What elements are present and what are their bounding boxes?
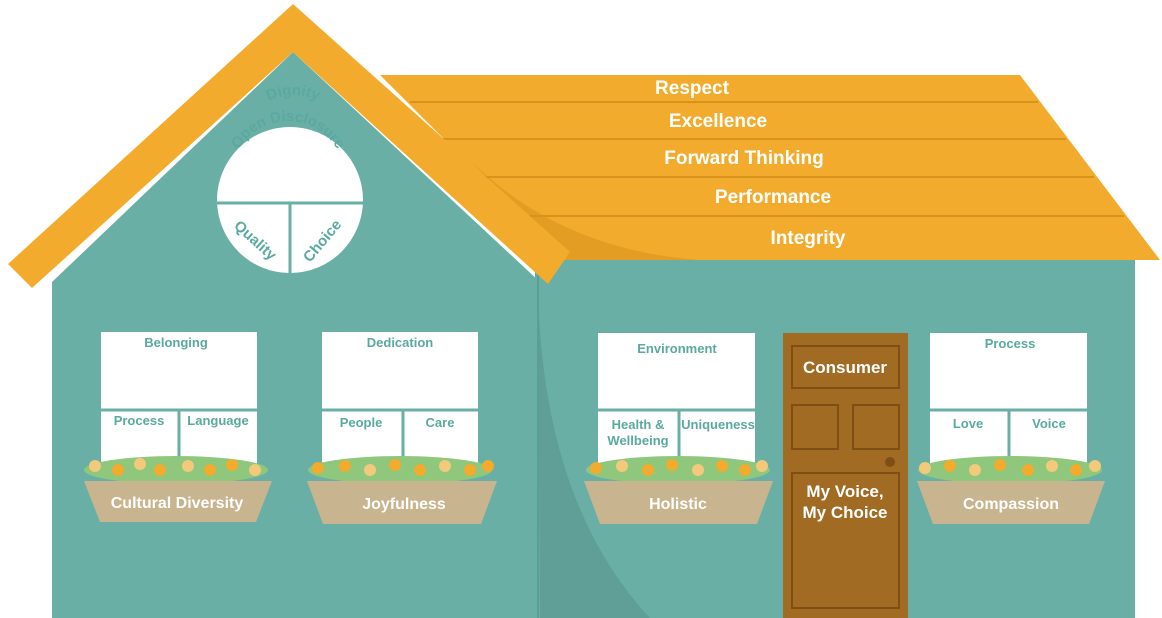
- roof-right: Respect Excellence Forward Thinking Perf…: [380, 75, 1160, 260]
- door-knob: [885, 457, 895, 467]
- flower-box-1: [84, 481, 272, 522]
- window-2: Dedication People Care: [322, 332, 478, 472]
- window-2-left: People: [340, 415, 383, 430]
- flowers-4: [918, 456, 1102, 484]
- door-motto-line2: My Choice: [802, 503, 887, 522]
- window-1-top: Belonging: [144, 335, 208, 350]
- flowers-2: [308, 456, 494, 484]
- roof-right-body: [380, 75, 1160, 260]
- window-3-top: Environment: [637, 341, 717, 356]
- window-3-left: Health &: [612, 417, 665, 432]
- flower-box-3-label: Holistic: [649, 496, 707, 513]
- door-lower-panel: [791, 472, 900, 609]
- window-4: Process Love Voice: [930, 333, 1087, 473]
- flower-box-2: [307, 481, 497, 524]
- window-1: Belonging Process Language: [101, 332, 257, 472]
- door-panel-right: [852, 404, 900, 450]
- window-2-top: Dedication: [367, 335, 434, 350]
- flowers-1: [84, 456, 268, 484]
- window-3-right: Uniqueness: [681, 417, 755, 432]
- circle-disc: [217, 127, 363, 273]
- circle-top-arc: Dignity: [264, 82, 323, 105]
- flowers: [84, 456, 1102, 484]
- roof-plank-2: Excellence: [669, 111, 767, 132]
- flowers-3: [586, 456, 770, 484]
- window-4-right: Voice: [1032, 416, 1066, 431]
- door-sign-label: Consumer: [803, 358, 887, 377]
- roof-plank-5: Integrity: [771, 228, 846, 249]
- window-4-top: Process: [985, 336, 1036, 351]
- flower-boxes: Cultural Diversity Joyfulness Holistic C…: [84, 481, 1105, 524]
- wall-shadow-curve: [538, 280, 650, 618]
- door-motto-line1: My Voice,: [806, 482, 883, 501]
- door-panel-left: [791, 404, 839, 450]
- flower-box-2-label: Joyfulness: [362, 496, 446, 513]
- window-3: Environment Health & Wellbeing Uniquenes…: [598, 333, 755, 473]
- flower-box-1-label: Cultural Diversity: [111, 495, 244, 512]
- window-1-left: Process: [114, 413, 165, 428]
- flower-box-3: [584, 481, 773, 524]
- door: Consumer My Voice, My Choice: [783, 333, 908, 618]
- door-body: [783, 333, 908, 618]
- door-sign: [791, 345, 900, 389]
- window-3-left-line2: Wellbeing: [607, 433, 668, 448]
- values-circle: Dignity Open Disclosure Quality Choice: [217, 82, 363, 273]
- flower-box-4: [917, 481, 1105, 524]
- roof-shadow: [470, 160, 700, 260]
- flower-box-4-label: Compassion: [963, 496, 1059, 513]
- window-2-right: Care: [426, 415, 455, 430]
- roof-plank-4: Performance: [715, 187, 831, 208]
- roof-plank-3: Forward Thinking: [664, 148, 823, 169]
- window-4-left: Love: [953, 416, 983, 431]
- roof-plank-1: Respect: [655, 78, 730, 99]
- window-1-right: Language: [187, 413, 248, 428]
